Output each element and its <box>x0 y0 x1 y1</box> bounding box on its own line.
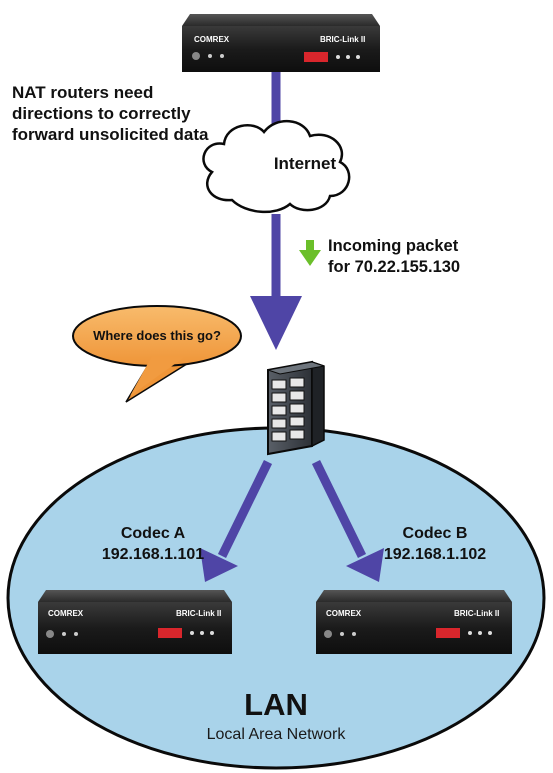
svg-text:COMREX: COMREX <box>48 609 84 618</box>
codec-b-name: Codec B <box>402 525 468 542</box>
codec-b-label: Codec B 192.168.1.102 <box>360 523 510 565</box>
svg-text:COMREX: COMREX <box>194 35 230 44</box>
arrow-to-switch <box>250 296 302 350</box>
internet-cloud <box>202 119 351 214</box>
internet-label: Internet <box>273 154 337 173</box>
link-switch-to-codec-b <box>311 460 367 558</box>
codec-a-name: Codec A <box>120 525 186 542</box>
codec-a-label: Codec A 192.168.1.101 <box>78 523 228 565</box>
codec-a-device: COMREX BRIC-Link II <box>38 590 232 654</box>
incoming-packet-line-1: Incoming packet <box>328 237 459 255</box>
codec-a-ip: 192.168.1.101 <box>101 546 205 563</box>
speech-bubble <box>72 305 242 403</box>
svg-text:BRIC-Link II: BRIC-Link II <box>320 35 365 44</box>
incoming-packet-label: Incoming packet for 70.22.155.130 <box>328 236 460 278</box>
nat-note: NAT routers need directions to correctly… <box>12 82 252 145</box>
codec-b-ip: 192.168.1.102 <box>383 546 487 563</box>
arrow-to-codec-a <box>200 548 238 582</box>
lan-title: LAN <box>244 687 308 722</box>
nat-note-line-3: forward unsolicited data <box>12 125 209 144</box>
link-switch-to-codec-a <box>217 460 273 558</box>
svg-text:BRIC-Link II: BRIC-Link II <box>454 609 499 618</box>
svg-text:BRIC-Link II: BRIC-Link II <box>176 609 221 618</box>
top-codec-device: COMREX BRIC-Link II <box>182 14 380 72</box>
nat-note-line-1: NAT routers need <box>12 83 154 102</box>
arrow-to-codec-b <box>346 548 384 582</box>
svg-text:COMREX: COMREX <box>326 609 362 618</box>
nat-note-line-2: directions to correctly <box>12 104 191 123</box>
speech-bubble-text: Where does this go? <box>93 328 221 343</box>
packet-arrow-icon <box>299 240 321 266</box>
incoming-packet-line-2: for 70.22.155.130 <box>328 258 461 276</box>
network-switch <box>267 360 325 456</box>
lan-subtitle: Local Area Network <box>206 726 346 743</box>
codec-b-device: COMREX BRIC-Link II <box>316 590 512 654</box>
